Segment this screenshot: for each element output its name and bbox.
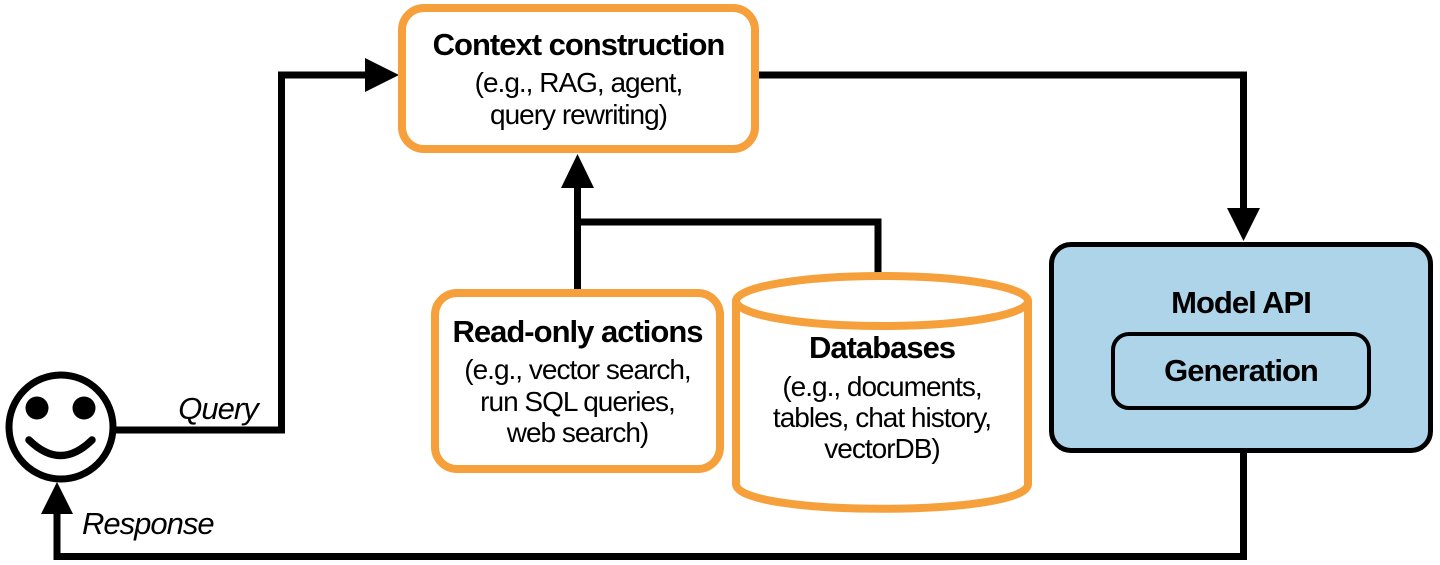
model-api-title: Model API [1171,285,1312,321]
generation-label: Generation [1164,352,1319,388]
query-arrowhead [365,58,399,92]
response-edge-label: Response [82,506,215,541]
model-api-node: Model API Generation [1049,242,1433,453]
database-cylinder-icon [732,272,1032,513]
context-construction-title: Context construction [432,26,726,62]
smiley-mouth [25,436,96,460]
smiley-face-icon [5,371,117,483]
context-to-model-line [758,71,1247,210]
cylinder-top [732,272,1032,330]
cylinder-body [732,297,1032,513]
read-only-actions-title: Read-only actions [452,313,704,349]
read-only-actions-subtitle: (e.g., vector search, run SQL queries, w… [464,354,691,448]
smiley-right-eye [72,396,96,420]
context-construction-node: Context construction (e.g., RAG, agent, … [398,4,759,153]
databases-node: Databases (e.g., documents, tables, chat… [742,330,1022,465]
read-only-actions-node: Read-only actions (e.g., vector search, … [431,289,724,473]
response-arrow-line [53,450,1247,560]
smiley-head [5,371,117,483]
generation-node: Generation [1111,331,1371,410]
context-construction-subtitle: (e.g., RAG, agent, query rewriting) [474,67,684,130]
databases-title: Databases [808,330,956,365]
readonly-to-context-arrowhead [561,154,594,188]
query-arrow-line [110,71,366,434]
query-edge-label: Query [178,391,258,426]
smiley-left-eye [25,396,49,420]
databases-subtitle: (e.g., documents, tables, chat history, … [772,370,992,465]
databases-branch-line [577,218,882,280]
response-arrowhead [41,482,73,514]
context-to-model-arrowhead [1227,208,1260,241]
